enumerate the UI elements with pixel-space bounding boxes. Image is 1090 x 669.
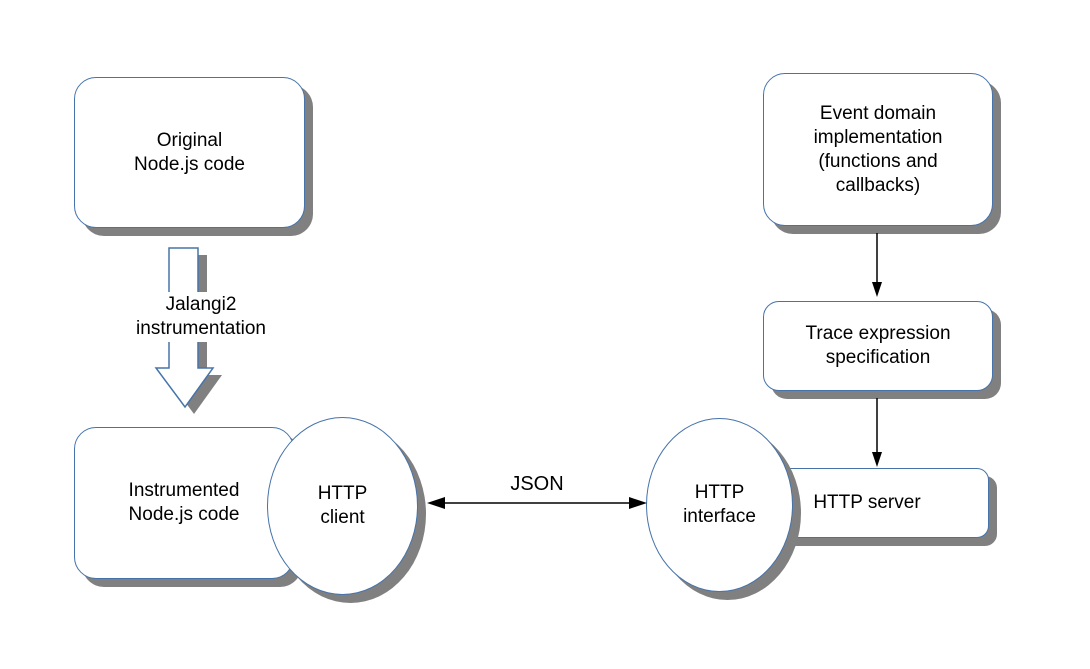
json-arrow — [427, 497, 647, 509]
node-label-line: Instrumented — [128, 480, 240, 501]
node-label-line: Original — [156, 129, 223, 151]
json-arrow-head-left — [427, 497, 445, 509]
json-arrow-head-right — [629, 497, 647, 509]
node-label-line: Trace expression — [805, 323, 951, 344]
node-label-line: HTTP — [317, 483, 368, 504]
node-label-line: HTTP — [694, 482, 745, 503]
node-label-line: (functions and — [818, 150, 938, 172]
instrumentation-label: Jalangi2 instrumentation — [130, 292, 272, 342]
connector-label-line: instrumentation — [136, 318, 266, 339]
node-label-line: client — [320, 507, 365, 528]
node-label-line: interface — [683, 506, 756, 527]
node-label-line: HTTP server — [813, 492, 921, 513]
arrow-trace-to-server — [872, 398, 882, 467]
connector-label-line: Jalangi2 — [165, 294, 237, 315]
node-http-interface: HTTP interface — [646, 418, 793, 592]
node-original-nodejs-code: Original Node.js code — [74, 77, 305, 228]
node-label-line: Node.js code — [134, 153, 245, 175]
node-trace-expression-specification: Trace expression specification — [763, 301, 993, 391]
node-label-line: callbacks) — [835, 174, 921, 196]
node-event-domain-implementation: Event domain implementation (functions a… — [763, 73, 993, 226]
node-label-line: implementation — [813, 126, 943, 148]
node-instrumented-nodejs-code: Instrumented Node.js code — [74, 427, 294, 579]
arrow-head-down — [872, 452, 882, 467]
arrow-event-to-trace — [872, 233, 882, 297]
node-label-line: Node.js code — [128, 504, 240, 525]
arrow-head-down — [872, 282, 882, 297]
json-arrow-label: JSON — [510, 473, 564, 495]
node-label-line: specification — [825, 347, 931, 368]
node-label-line: Event domain — [819, 102, 937, 124]
node-http-client: HTTP client — [267, 417, 418, 595]
